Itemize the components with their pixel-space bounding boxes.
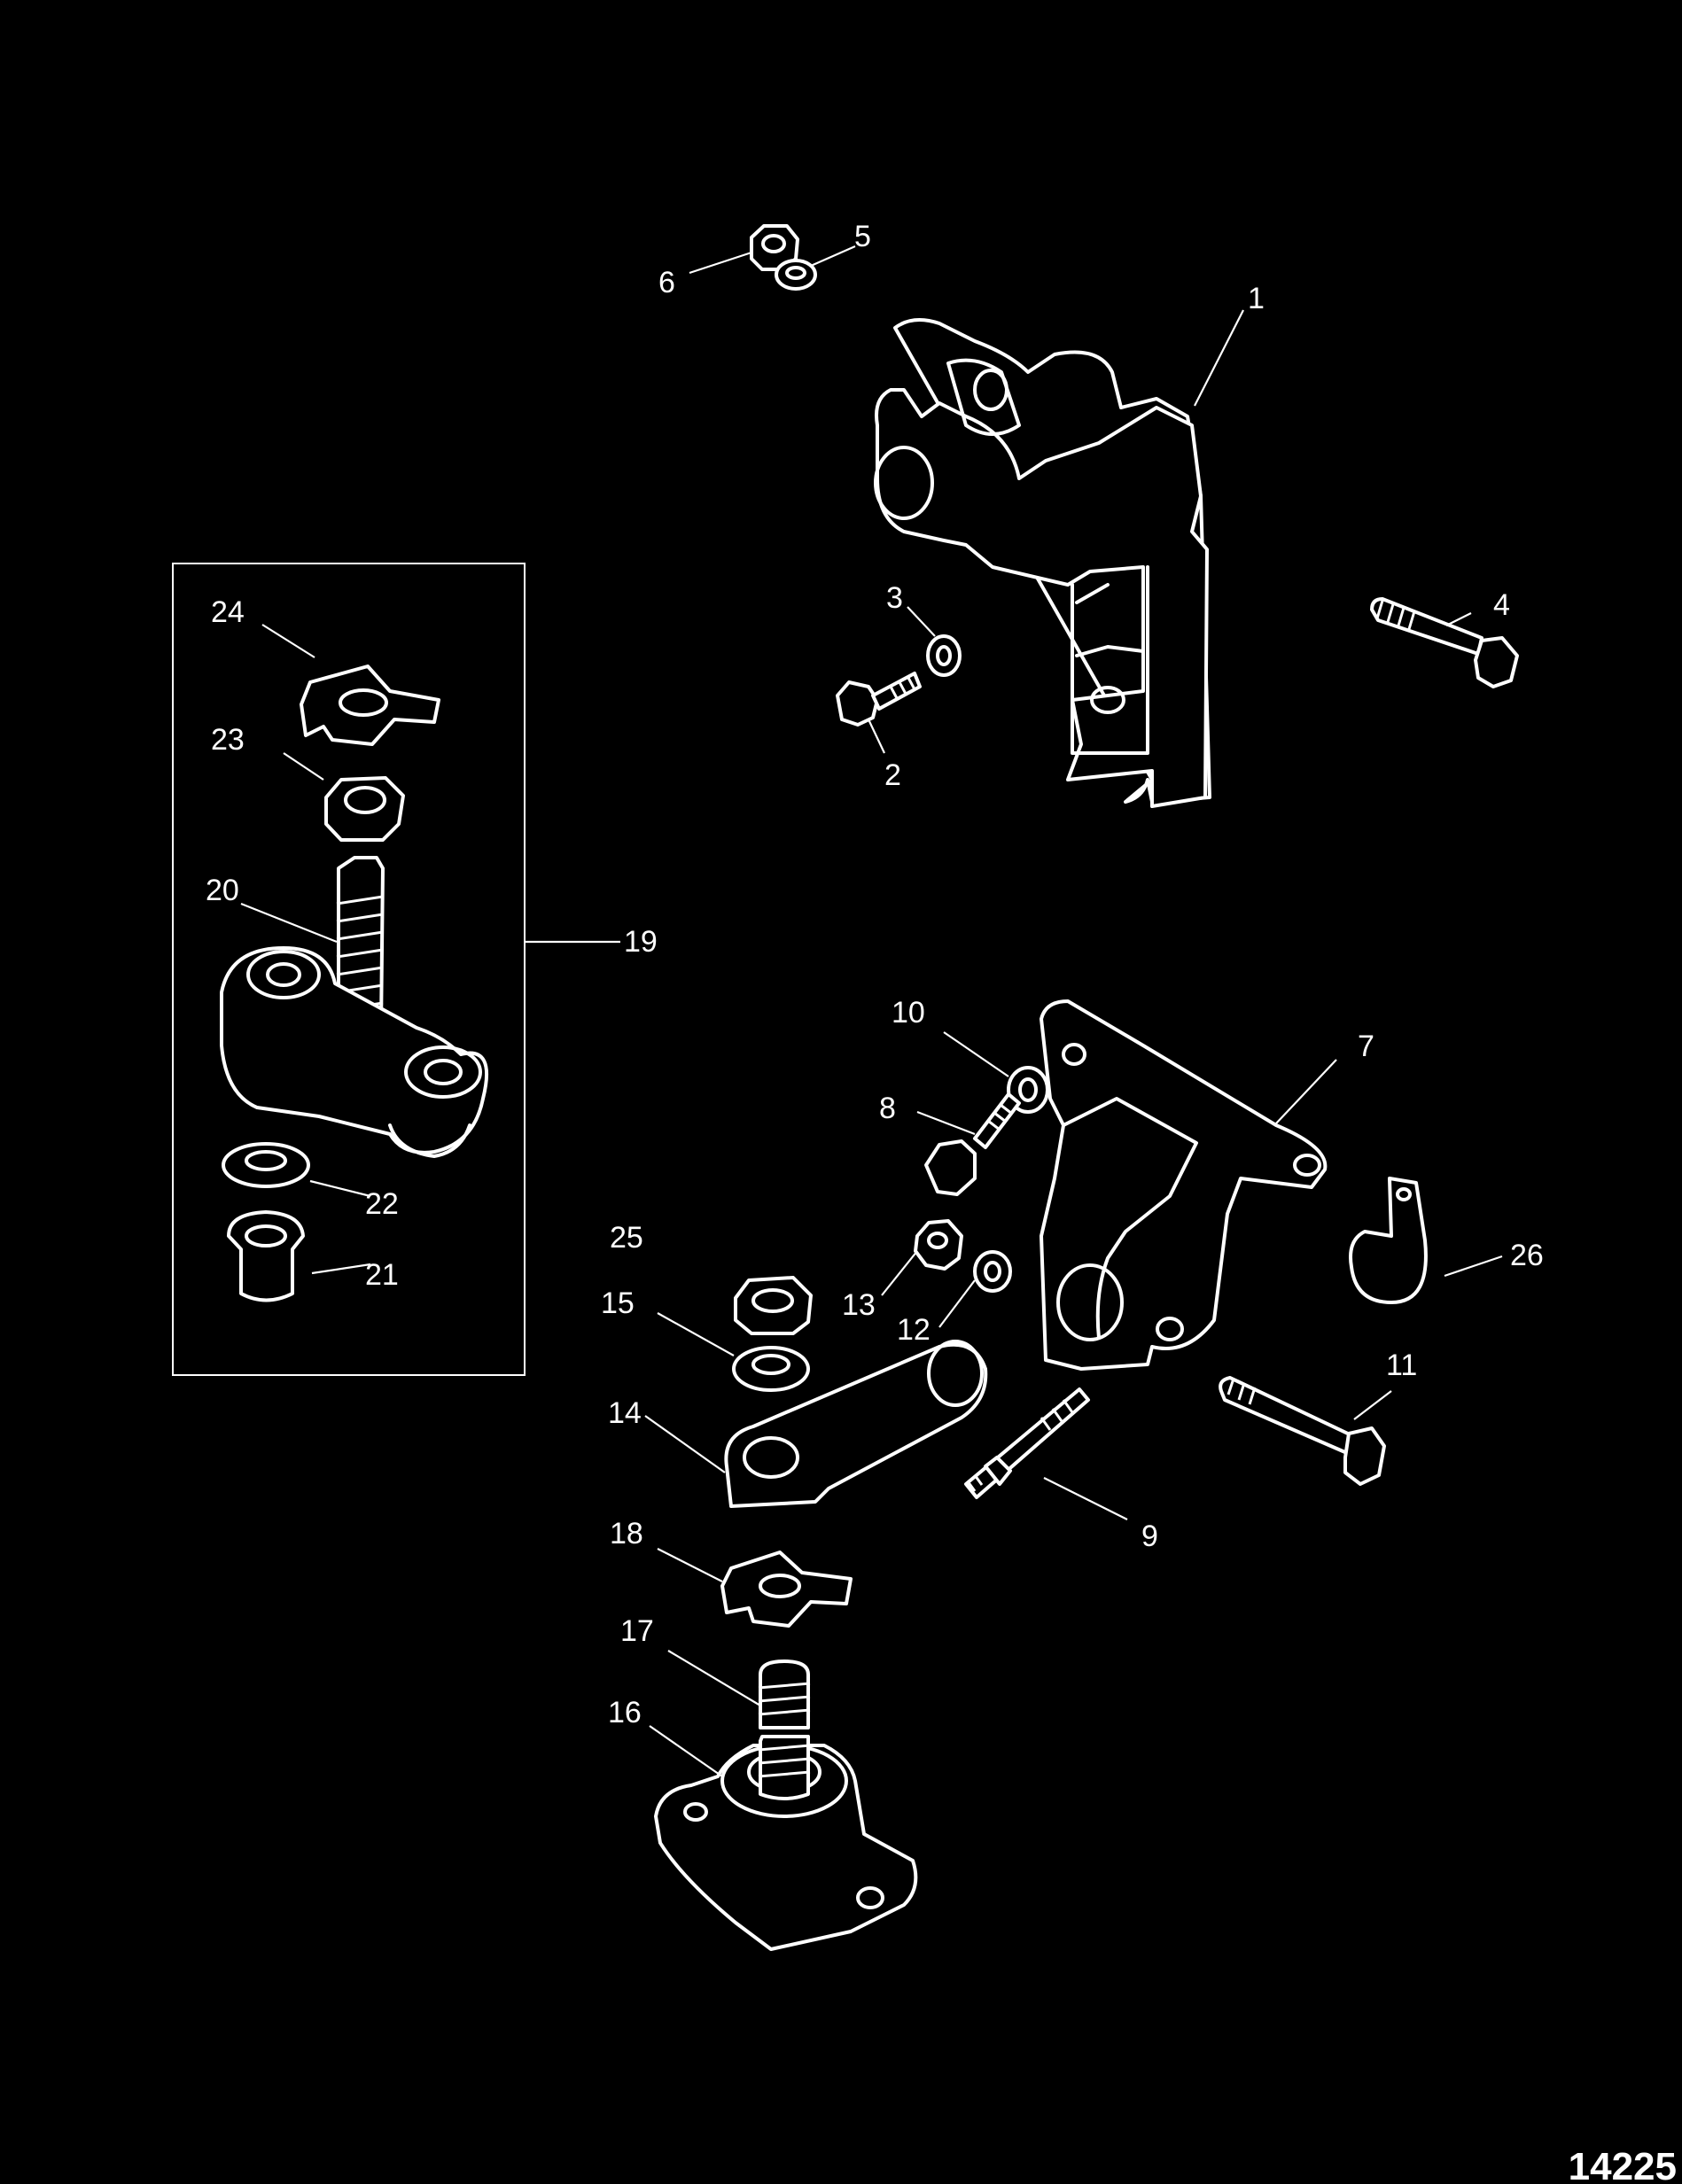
part-4-bolt xyxy=(1370,597,1519,688)
callout-2: 2 xyxy=(884,758,901,792)
callout-13: 13 xyxy=(842,1288,876,1322)
part-5-lock-washer xyxy=(775,259,817,291)
part-21-bushing xyxy=(227,1210,305,1302)
inset-box-item-19 xyxy=(172,563,526,1376)
part-7-mount-bracket xyxy=(1040,999,1328,1371)
callout-10: 10 xyxy=(892,996,925,1030)
callout-25: 25 xyxy=(610,1221,643,1255)
callout-12: 12 xyxy=(897,1313,931,1347)
callout-14: 14 xyxy=(608,1396,642,1430)
callout-3: 3 xyxy=(886,581,903,615)
callout-16: 16 xyxy=(608,1696,642,1729)
callout-7: 7 xyxy=(1358,1030,1374,1063)
callout-6: 6 xyxy=(658,266,675,299)
callout-8: 8 xyxy=(879,1092,896,1125)
callout-18: 18 xyxy=(610,1517,643,1551)
part-3-lock-washer xyxy=(926,634,962,677)
part-19-link-bar xyxy=(220,946,489,1158)
part-18-tab-washer xyxy=(720,1551,853,1628)
part-23-hex-nut xyxy=(324,776,405,842)
part-26-clamp xyxy=(1349,1177,1428,1304)
callout-21: 21 xyxy=(365,1258,399,1292)
part-8-bolt xyxy=(924,1092,1021,1196)
part-14-pivot-arm xyxy=(724,1340,988,1508)
callout-23: 23 xyxy=(211,723,245,757)
callout-19: 19 xyxy=(624,925,658,959)
callout-17: 17 xyxy=(620,1614,654,1648)
part-25-hex-nut xyxy=(734,1276,813,1335)
part-11-bolt xyxy=(1219,1376,1386,1486)
part-1-bracket xyxy=(874,318,1211,808)
leader-lines xyxy=(240,245,1503,1777)
figure-number: 14225 xyxy=(1569,2145,1677,2184)
callout-20: 20 xyxy=(206,874,239,907)
part-15-lock-washer xyxy=(732,1346,810,1392)
callout-22: 22 xyxy=(365,1187,399,1221)
part-2-bolt xyxy=(836,672,922,727)
callout-1: 1 xyxy=(1248,282,1265,315)
callout-labels: 1 2 3 4 5 6 7 8 9 10 11 12 13 14 15 16 1… xyxy=(206,220,1544,1729)
callout-4: 4 xyxy=(1493,588,1510,622)
part-24-tab-washer xyxy=(300,665,440,746)
part-22-washer xyxy=(222,1142,310,1188)
callout-11: 11 xyxy=(1386,1348,1417,1382)
part-12-lock-washer xyxy=(973,1250,1012,1293)
callout-9: 9 xyxy=(1141,1519,1158,1553)
part-13-hex-nut xyxy=(914,1219,963,1271)
callout-5: 5 xyxy=(854,220,871,253)
part-17-stud xyxy=(758,1659,811,1729)
callout-15: 15 xyxy=(601,1286,635,1320)
part-9-stud xyxy=(964,1387,1090,1499)
callout-26: 26 xyxy=(1510,1239,1544,1272)
part-16-engine-mount xyxy=(654,1735,918,1951)
callout-24: 24 xyxy=(211,595,245,629)
